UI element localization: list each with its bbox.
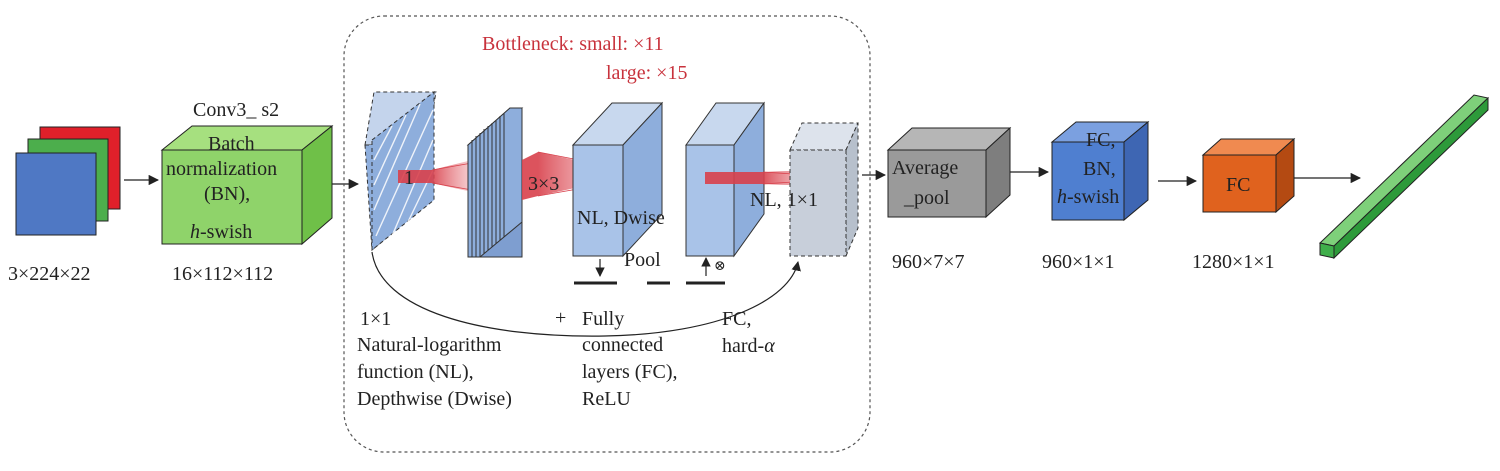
conv-swish-text: -swish [200, 221, 252, 243]
projection-layer [789, 122, 859, 257]
bottleneck-frame [343, 15, 871, 453]
legend-fc: FC, [722, 308, 751, 330]
input-channel-blue [15, 152, 97, 236]
residual-connection-arrow [371, 251, 801, 337]
legend-relu: ReLU [582, 388, 631, 410]
conv-top-label: Conv3_ s2 [193, 99, 279, 121]
legend-plus: + [555, 307, 566, 329]
fcbn-swish-text: -swish [1067, 186, 1119, 208]
fcbn-dims: 960×1×1 [1042, 251, 1115, 273]
nl-1x1-label: NL, 1×1 [750, 189, 818, 211]
depthwise-input-block [466, 107, 524, 258]
output-vector [1318, 94, 1490, 260]
fcbn-label-line1: FC, [1086, 129, 1115, 151]
legend-fully: Fully [582, 308, 624, 330]
legend-layers-fc: layers (FC), [582, 361, 678, 383]
avgpool-dims: 960×7×7 [892, 251, 965, 273]
legend-depthwise: Depthwise (Dwise) [357, 388, 512, 410]
nl-dwise-label: NL, Dwise [577, 207, 665, 229]
avgpool-label-line1: Average [892, 157, 958, 179]
depthwise-block [571, 101, 664, 258]
pool-label: Pool [624, 249, 661, 271]
kernel-1x1-prism [398, 160, 473, 192]
conv-front-face [161, 149, 303, 245]
avgpool-block [886, 126, 1012, 219]
legend-1x1: 1×1 [360, 308, 391, 330]
fc-block [1201, 137, 1296, 214]
fcbn-h-italic: h [1057, 186, 1067, 208]
kernel-3x3-label: 3×3 [528, 173, 559, 195]
conv-label-line2: normalization [166, 158, 277, 180]
fc-bn-block [1050, 120, 1150, 222]
multiply-icon: ⊗ [714, 259, 726, 274]
input-stack [15, 126, 121, 236]
conv-label-line3: (BN), [204, 183, 250, 205]
input-dims: 3×224×22 [8, 263, 91, 285]
legend-connected: connected [582, 334, 663, 356]
depthwise-slices [471, 113, 505, 257]
conv-h-italic: h [190, 221, 200, 243]
fcbn-label-line3: h-swish [1057, 186, 1119, 208]
fc-dims: 1280×1×1 [1192, 251, 1275, 273]
conv-block [160, 124, 334, 246]
legend-nl: Natural-logarithm [357, 334, 502, 356]
bottleneck-title-line2: large: ×15 [606, 62, 687, 84]
legend-alpha-italic: α [764, 335, 775, 357]
conv-label-line1: Batch [208, 133, 255, 155]
conv-label-line4: h-swish [190, 221, 252, 243]
kernel-1-label: 1 [404, 167, 414, 189]
expansion-stripes [373, 103, 434, 237]
legend-nl-function: function (NL), [357, 361, 474, 383]
legend-hard-alpha: hard-α [722, 335, 775, 357]
avgpool-label-line2: _pool [903, 187, 950, 209]
bottleneck-title-line1: Bottleneck: small: ×11 [482, 33, 664, 55]
conv-dims: 16×112×112 [172, 263, 273, 285]
legend-hard-text: hard- [722, 335, 764, 357]
fcbn-label-line2: BN, [1083, 158, 1116, 180]
fc-label: FC [1226, 174, 1250, 196]
